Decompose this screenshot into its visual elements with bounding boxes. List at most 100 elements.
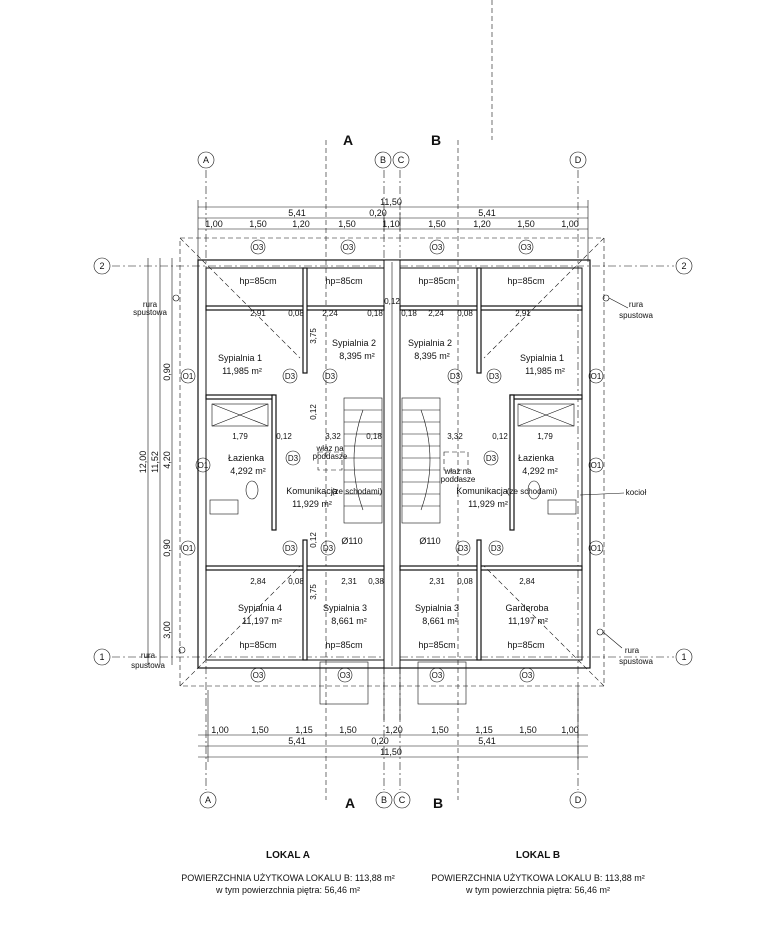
- svg-text:12,00: 12,00: [138, 451, 148, 474]
- svg-text:Sypialnia 4: Sypialnia 4: [238, 603, 282, 613]
- svg-text:0,12: 0,12: [309, 404, 318, 420]
- svg-text:0,12: 0,12: [384, 297, 400, 306]
- svg-text:Garderoba: Garderoba: [505, 603, 548, 613]
- downpipe-label-top-left: rura spustowa: [133, 294, 180, 317]
- svg-text:0,90: 0,90: [162, 363, 172, 381]
- svg-text:3,00: 3,00: [162, 621, 172, 639]
- top-dimension-chain: 11,50 5,41 0,20 5,41 1,00 1,50 1,20 1,50…: [197, 197, 589, 262]
- svg-text:D3: D3: [450, 372, 461, 381]
- axis-marker-a-top: A: [197, 151, 215, 169]
- svg-text:O1: O1: [198, 461, 209, 470]
- svg-text:(ze schodami): (ze schodami): [507, 487, 558, 496]
- svg-text:C: C: [399, 795, 406, 805]
- interior-walls: [205, 267, 583, 661]
- section-mark-b-top: B: [431, 132, 441, 148]
- svg-text:3,32: 3,32: [325, 432, 341, 441]
- svg-text:1,79: 1,79: [232, 432, 248, 441]
- svg-text:1,50: 1,50: [338, 219, 356, 229]
- axis-marker-b-bottom: B: [375, 791, 393, 809]
- svg-text:5,41: 5,41: [478, 736, 496, 746]
- svg-text:1,50: 1,50: [428, 219, 446, 229]
- svg-text:0,08: 0,08: [288, 309, 304, 318]
- room-sypialnia-4: Sypialnia 4 11,197 m²: [238, 603, 282, 626]
- svg-text:2,91: 2,91: [250, 309, 266, 318]
- svg-text:0,12: 0,12: [276, 432, 292, 441]
- svg-text:1: 1: [681, 652, 686, 662]
- axis-marker-2-right: 2: [675, 257, 693, 275]
- svg-text:hp=85cm: hp=85cm: [507, 640, 544, 650]
- axis-marker-c-bottom: C: [393, 791, 411, 809]
- window-marks: O3 O3 O3 O3 O3 O3 O3 O3 O1 O1 O1 O1 O1 O…: [180, 239, 604, 683]
- svg-text:(ze schodami): (ze schodami): [332, 487, 383, 496]
- pipe-label-right: Ø110: [419, 536, 440, 546]
- svg-text:1,00: 1,00: [205, 219, 223, 229]
- svg-text:3,75: 3,75: [309, 328, 318, 344]
- svg-text:1,00: 1,00: [211, 725, 229, 735]
- svg-text:2,84: 2,84: [250, 577, 266, 586]
- legend-b-line1: POWIERZCHNIA UŻYTKOWA LOKALU B: 113,88 m…: [431, 873, 645, 883]
- axis-marker-a-bottom: A: [199, 791, 217, 809]
- svg-text:Sypialnia 2: Sypialnia 2: [332, 338, 376, 348]
- svg-text:3,32: 3,32: [447, 432, 463, 441]
- svg-text:D3: D3: [285, 544, 296, 553]
- svg-text:poddasze: poddasze: [441, 475, 476, 484]
- roof-hip-lines: [179, 237, 605, 687]
- svg-text:spustowa: spustowa: [619, 657, 653, 666]
- svg-text:1,15: 1,15: [475, 725, 493, 735]
- svg-text:D3: D3: [323, 544, 334, 553]
- legend-b-line2: w tym powierzchnia piętra: 56,46 m²: [465, 885, 611, 895]
- svg-text:2,31: 2,31: [429, 577, 445, 586]
- svg-text:Komunikacja: Komunikacja: [286, 486, 338, 496]
- svg-text:O1: O1: [591, 544, 602, 553]
- svg-text:8,395 m²: 8,395 m²: [339, 351, 375, 361]
- svg-text:0,18: 0,18: [367, 309, 383, 318]
- entrance-canopy-left: [319, 661, 369, 705]
- svg-text:A: A: [205, 795, 211, 805]
- svg-text:0,12: 0,12: [492, 432, 508, 441]
- svg-text:2,31: 2,31: [341, 577, 357, 586]
- svg-text:O3: O3: [340, 671, 351, 680]
- svg-text:0,20: 0,20: [369, 208, 387, 218]
- svg-text:hp=85cm: hp=85cm: [239, 276, 276, 286]
- svg-text:D3: D3: [491, 544, 502, 553]
- svg-text:O3: O3: [522, 671, 533, 680]
- room-sypialnia-3-right: Sypialnia 3 8,661 m²: [415, 603, 459, 626]
- svg-text:11,52: 11,52: [150, 451, 160, 473]
- svg-text:O3: O3: [343, 243, 354, 252]
- svg-text:Sypialnia 3: Sypialnia 3: [415, 603, 459, 613]
- svg-text:0,90: 0,90: [162, 539, 172, 557]
- svg-text:4,292 m²: 4,292 m²: [230, 466, 266, 476]
- room-komunikacja-right: Komunikacja (ze schodami) 11,929 m²: [456, 486, 557, 509]
- room-komunikacja-left: Komunikacja (ze schodami) 11,929 m²: [286, 486, 382, 509]
- svg-text:1,00: 1,00: [561, 725, 579, 735]
- svg-text:hp=85cm: hp=85cm: [418, 276, 455, 286]
- svg-text:3,75: 3,75: [309, 584, 318, 600]
- svg-text:1,10: 1,10: [382, 219, 400, 229]
- svg-text:Sypialnia 2: Sypialnia 2: [408, 338, 452, 348]
- svg-text:O1: O1: [183, 544, 194, 553]
- svg-text:O3: O3: [521, 243, 532, 252]
- svg-text:0,18: 0,18: [401, 309, 417, 318]
- svg-text:1,20: 1,20: [385, 725, 403, 735]
- attic-hatch-right: właz na poddasze: [441, 451, 476, 484]
- section-mark-b-bottom: B: [433, 795, 443, 811]
- svg-text:1,50: 1,50: [517, 219, 535, 229]
- svg-text:2,91: 2,91: [515, 309, 531, 318]
- svg-text:D3: D3: [288, 454, 299, 463]
- svg-text:2,24: 2,24: [322, 309, 338, 318]
- svg-text:rura: rura: [141, 651, 156, 660]
- svg-text:rura: rura: [625, 646, 640, 655]
- svg-text:Sypialnia 1: Sypialnia 1: [520, 353, 564, 363]
- svg-text:D3: D3: [486, 454, 497, 463]
- legend-lokal-b: LOKAL B POWIERZCHNIA UŻYTKOWA LOKALU B: …: [410, 850, 666, 896]
- svg-text:8,395 m²: 8,395 m²: [414, 351, 450, 361]
- svg-text:11,197 m²: 11,197 m²: [242, 616, 282, 626]
- svg-text:1,50: 1,50: [519, 725, 537, 735]
- room-sypialnia-2-left: Sypialnia 2 8,395 m²: [332, 338, 376, 361]
- svg-text:O3: O3: [253, 671, 264, 680]
- svg-text:D3: D3: [458, 544, 469, 553]
- svg-text:Sypialnia 3: Sypialnia 3: [323, 603, 367, 613]
- downpipe-label-bottom-left: rura spustowa: [131, 646, 186, 670]
- svg-text:0,38: 0,38: [368, 577, 384, 586]
